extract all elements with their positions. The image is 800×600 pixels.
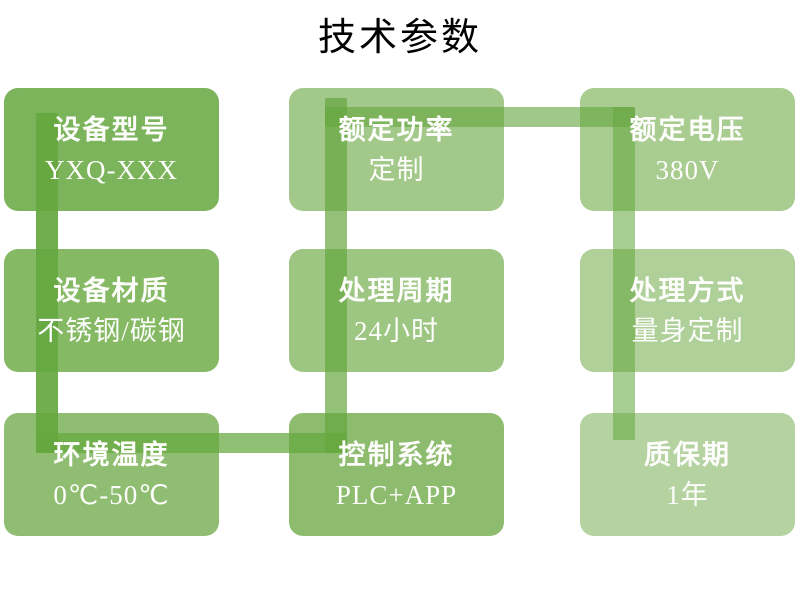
node-control-system-label: 控制系统 [338,439,455,470]
node-processing-cycle-label: 处理周期 [338,275,455,306]
connector-left-column-vertical [36,113,58,453]
connector-right-column-vertical [613,107,635,440]
node-ambient-temperature-value: 0℃-50℃ [53,479,170,510]
node-rated-power-label: 额定功率 [338,114,455,145]
node-processing-method-value: 量身定制 [631,315,744,346]
node-control-system: 控制系统 PLC+APP [289,413,504,536]
node-rated-voltage-value: 380V [655,154,720,185]
node-control-system-value: PLC+APP [335,479,458,510]
node-device-model-label: 设备型号 [53,114,170,145]
node-processing-method-label: 处理方式 [629,275,746,306]
node-device-model-value: YXQ-XXX [45,154,178,185]
node-ambient-temperature-label: 环境温度 [53,439,170,470]
node-warranty-period-label: 质保期 [644,439,731,470]
node-device-material-value: 不锈钢/碳钢 [37,315,186,346]
page-title: 技术参数 [317,17,482,59]
node-rated-power-value: 定制 [368,154,425,185]
node-device-material-label: 设备材质 [53,275,170,306]
node-warranty-period-value: 1年 [666,479,709,510]
node-processing-cycle: 处理周期 24小时 [289,249,504,372]
connector-bottom-horizontal [36,433,347,453]
connector-middle-column-vertical [325,98,347,453]
connector-top-horizontal [325,107,635,127]
node-processing-cycle-value: 24小时 [354,315,439,346]
node-rated-voltage-label: 额定电压 [629,114,746,145]
